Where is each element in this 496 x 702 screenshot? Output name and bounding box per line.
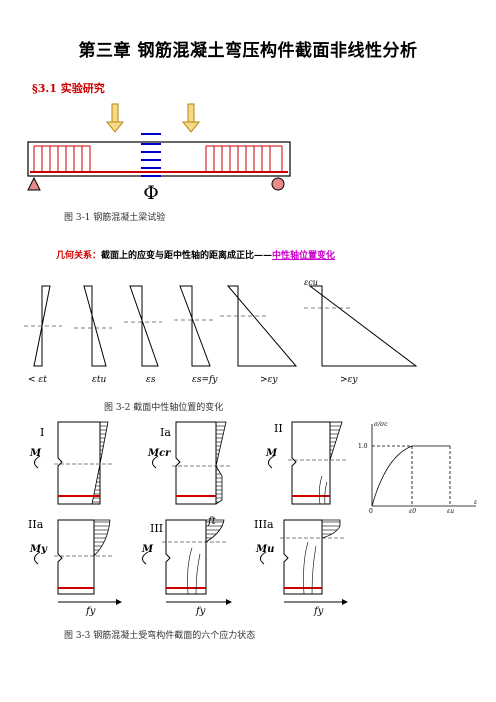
moment-label: M bbox=[141, 544, 154, 555]
fig2-caption: 图 3-2 截面中性轴位置的变化 bbox=[104, 403, 224, 413]
stage-label: III bbox=[150, 522, 163, 535]
stage-panel: II M bbox=[265, 421, 346, 505]
moment-label: My bbox=[29, 544, 48, 555]
stirrups-left bbox=[33, 145, 91, 171]
geometry-lead: 几何关系： bbox=[56, 251, 102, 261]
arrow-icon bbox=[226, 599, 232, 605]
eps-cu-label: εcu bbox=[304, 278, 318, 287]
stage-label: II bbox=[274, 422, 283, 435]
load-arrow-icon bbox=[181, 103, 201, 133]
moment-label: M bbox=[265, 448, 278, 459]
stage-panel: I M bbox=[29, 421, 112, 505]
stage-panel: IIa My fy bbox=[28, 518, 122, 616]
stage-label: Ia bbox=[160, 426, 171, 439]
stage-panel: IIIa Mu fy bbox=[254, 518, 348, 616]
strain-label: < εt bbox=[28, 375, 47, 385]
strain-label: >εy bbox=[260, 375, 278, 385]
geometry-note: 几何关系：截面上的应变与距中性轴的距离成正比——中性轴位置变化 bbox=[56, 248, 335, 261]
strain-gauges bbox=[141, 133, 161, 177]
strain-label: εtu bbox=[92, 375, 106, 385]
strain-label: εs bbox=[146, 375, 156, 385]
figure-strain-diagrams: εcu < εt εtu εs εs=fy >εy >εy bbox=[24, 278, 418, 385]
geometry-text: 截面上的应变与距中性轴的距离成正比—— bbox=[101, 251, 273, 261]
rotation-arrow-icon bbox=[142, 551, 149, 565]
graph-x-tick: 0 bbox=[369, 508, 373, 515]
stirrups-right bbox=[205, 145, 283, 171]
fig1-caption: 图 3-1 钢筋混凝土梁试验 bbox=[64, 213, 166, 223]
fig3-caption: 图 3-3 钢筋混凝土受弯构件截面的六个应力状态 bbox=[64, 631, 256, 641]
stage-label: I bbox=[40, 426, 44, 439]
roller-support-icon bbox=[271, 177, 285, 191]
rotation-arrow-icon bbox=[260, 551, 267, 565]
pin-support-icon bbox=[27, 176, 41, 191]
graph-x-tick: ε0 bbox=[409, 508, 416, 515]
graph-ylabel: σ/σc bbox=[374, 421, 388, 428]
page-title: 第三章 钢筋混凝土弯压构件截面非线性分析 bbox=[78, 41, 418, 61]
moment-label: Mcr bbox=[147, 448, 171, 459]
section-symbol: Φ bbox=[143, 182, 159, 204]
fy-label: fy bbox=[313, 606, 324, 616]
moment-label: M bbox=[29, 448, 42, 459]
figure-stress-states: I M Ia Mcr ft II M σ/σc 1.0 bbox=[28, 421, 477, 616]
figure-beam-test: Φ bbox=[27, 103, 291, 204]
stage-panel: III M fy bbox=[141, 519, 232, 616]
graph-y-tick: 1.0 bbox=[358, 443, 368, 450]
rotation-arrow-icon bbox=[152, 455, 159, 469]
rotation-arrow-icon bbox=[34, 551, 41, 565]
graph-x-tick: εu bbox=[447, 508, 454, 515]
arrow-icon bbox=[116, 599, 122, 605]
geometry-link[interactable]: 中性轴位置变化 bbox=[272, 251, 336, 261]
stress-strain-graph bbox=[371, 424, 476, 507]
stage-label: IIa bbox=[28, 518, 44, 531]
fy-label: fy bbox=[85, 606, 96, 616]
graph-xlabel: ε bbox=[474, 499, 477, 506]
moment-label: Mu bbox=[255, 544, 274, 555]
strain-label: εs=fy bbox=[192, 375, 218, 385]
stage-panel: Ia Mcr ft bbox=[147, 421, 232, 527]
stage-label: IIIa bbox=[254, 518, 274, 531]
fy-label: fy bbox=[195, 606, 206, 616]
section-heading: §3.1 实验研究 bbox=[32, 82, 105, 95]
arrow-icon bbox=[342, 599, 348, 605]
rotation-arrow-icon bbox=[34, 455, 41, 469]
strain-label: >εy bbox=[340, 375, 358, 385]
load-arrow-icon bbox=[105, 103, 125, 133]
rotation-arrow-icon bbox=[268, 455, 275, 469]
